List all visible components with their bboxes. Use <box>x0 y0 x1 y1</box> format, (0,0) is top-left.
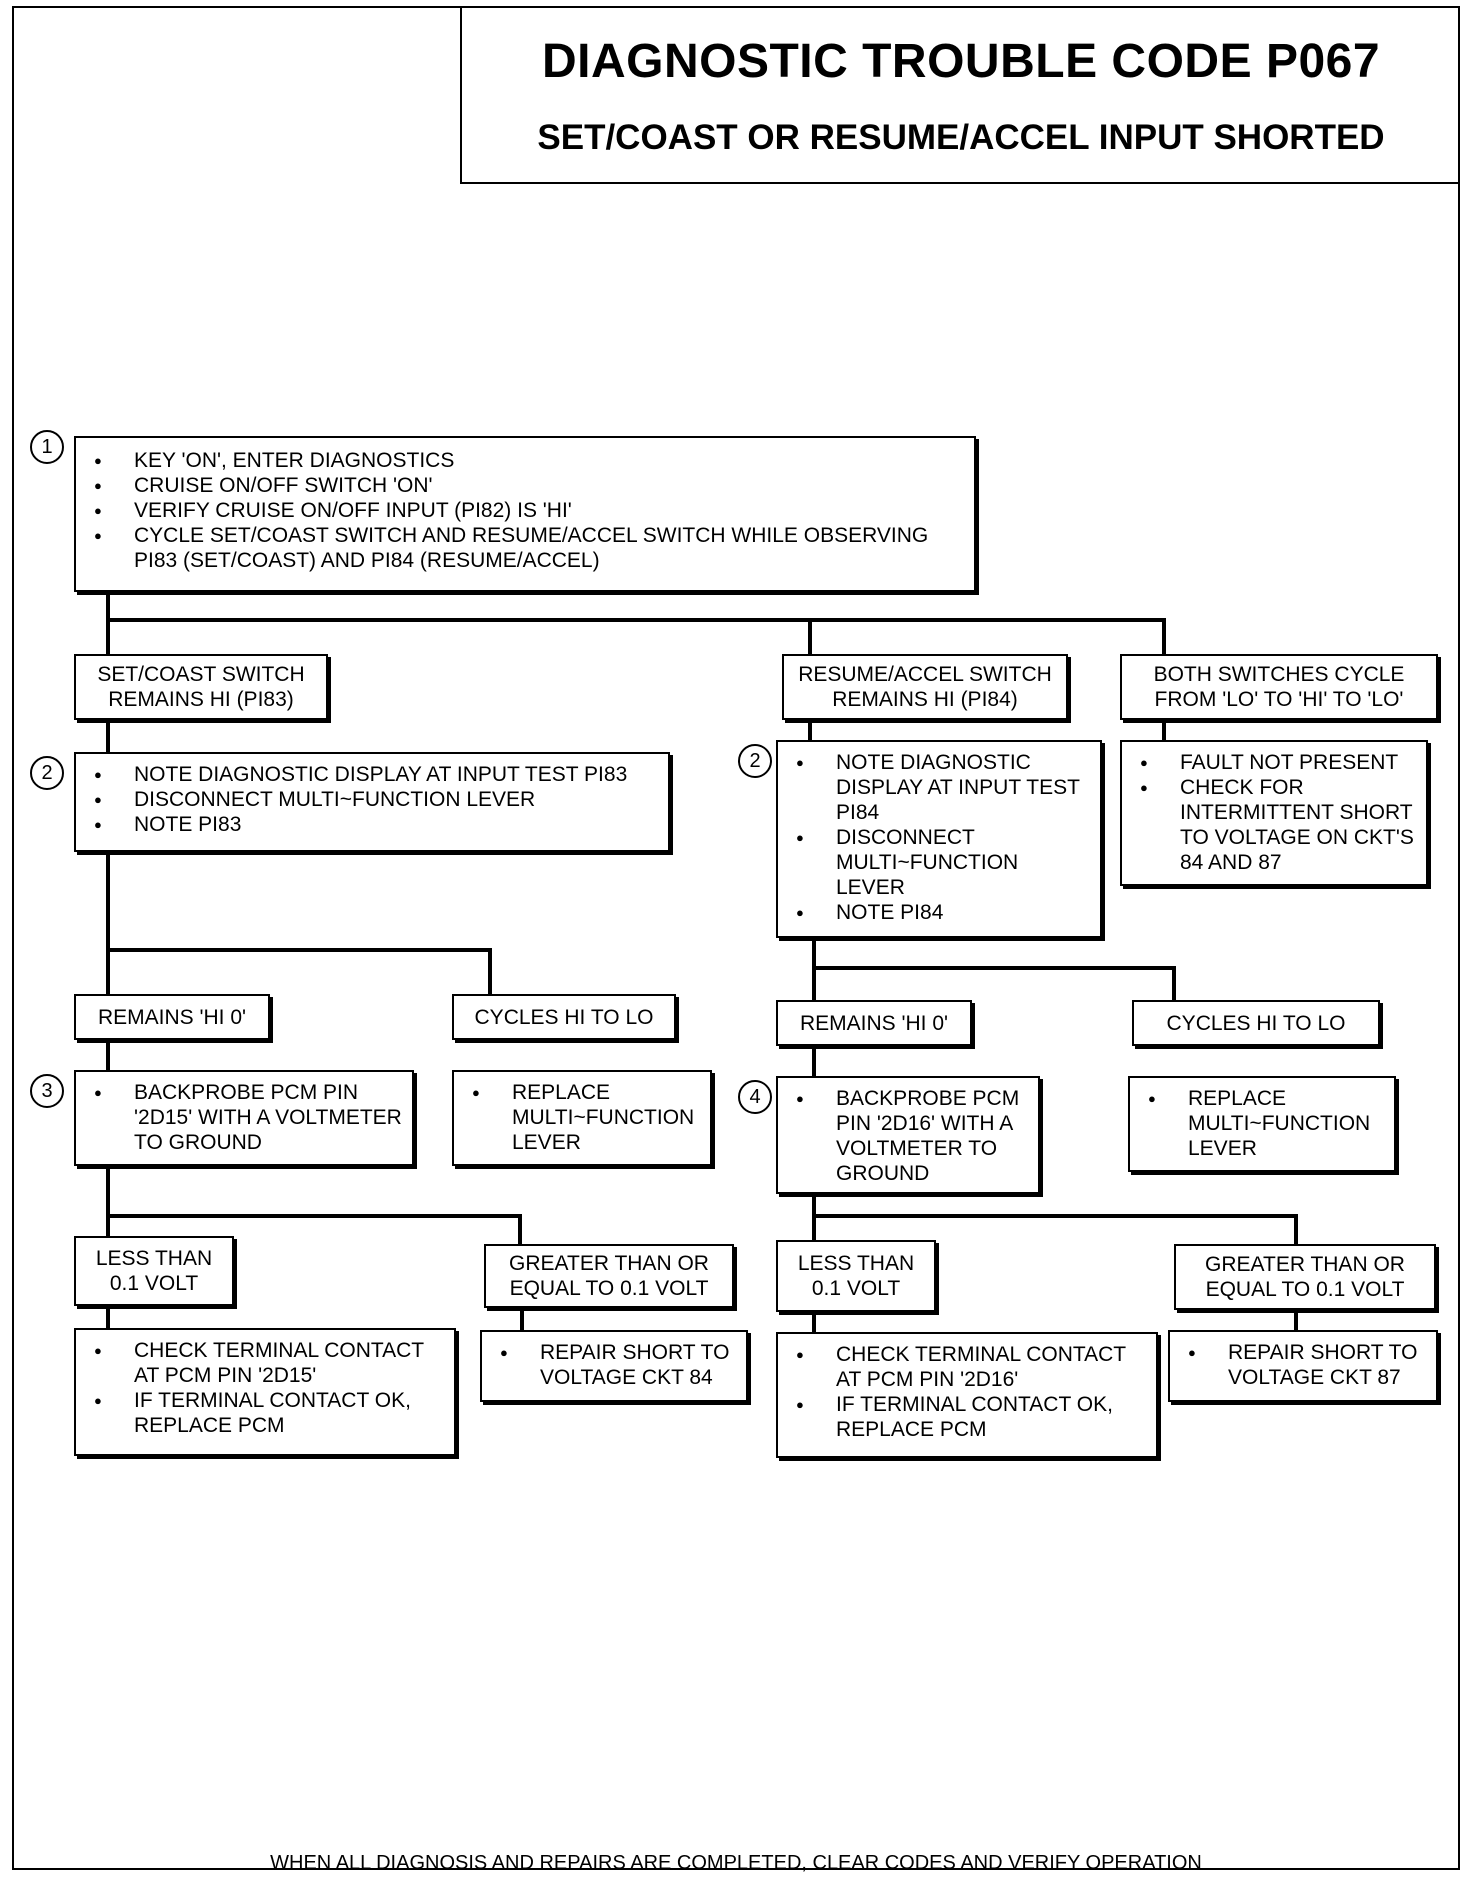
step-2-marker: 2 <box>738 744 772 778</box>
connector-line <box>808 708 812 740</box>
connector-line <box>106 1214 522 1218</box>
step-1-item: CYCLE SET/COAST SWITCH AND RESUME/ACCEL … <box>76 523 964 573</box>
right-check-item: IF TERMINAL CONTACT OK, REPLACE PCM <box>778 1392 1146 1442</box>
left-replace-lever-box: REPLACE MULTI~FUNCTION LEVER <box>452 1070 712 1166</box>
connector-line <box>1294 1214 1298 1244</box>
right-repair-short-box: REPAIR SHORT TO VOLTAGE CKT 87 <box>1168 1330 1438 1402</box>
right-check-terminal-box: CHECK TERMINAL CONTACT AT PCM PIN '2D16'… <box>776 1332 1158 1458</box>
right-greater-equal-label: GREATER THAN OR EQUAL TO 0.1 VOLT <box>1174 1244 1436 1310</box>
step-3-item: BACKPROBE PCM PIN '2D15' WITH A VOLTMETE… <box>76 1080 402 1155</box>
connector-line <box>106 852 110 994</box>
step-1-item: KEY 'ON', ENTER DIAGNOSTICS <box>76 448 964 473</box>
connector-line <box>808 618 812 654</box>
right-replace-item: REPLACE MULTI~FUNCTION LEVER <box>1130 1086 1384 1161</box>
connector-line <box>106 720 110 752</box>
connector-line <box>1162 708 1166 740</box>
left-replace-item: REPLACE MULTI~FUNCTION LEVER <box>454 1080 700 1155</box>
diagram-subtitle: SET/COAST OR RESUME/ACCEL INPUT SHORTED <box>537 118 1385 157</box>
step-2-left-item: NOTE PI83 <box>76 812 658 837</box>
connector-line <box>812 966 1176 970</box>
connector-line <box>1162 618 1166 654</box>
step-1-item: VERIFY CRUISE ON/OFF INPUT (PI82) IS 'HI… <box>76 498 964 523</box>
connector-line <box>520 1308 524 1330</box>
right-check-item: CHECK TERMINAL CONTACT AT PCM PIN '2D16' <box>778 1342 1146 1392</box>
left-check-terminal-box: CHECK TERMINAL CONTACT AT PCM PIN '2D15'… <box>74 1328 456 1456</box>
fault-item: FAULT NOT PRESENT <box>1122 750 1416 775</box>
set-coast-remains-hi-label: SET/COAST SWITCH REMAINS HI (PI83) <box>74 654 328 720</box>
title-block: DIAGNOSTIC TROUBLE CODE P067 SET/COAST O… <box>460 6 1460 184</box>
left-check-item: CHECK TERMINAL CONTACT AT PCM PIN '2D15' <box>76 1338 444 1388</box>
left-remains-hi-label: REMAINS 'HI 0' <box>74 994 270 1040</box>
step-4-marker: 4 <box>738 1080 772 1114</box>
connector-line <box>1294 1310 1298 1330</box>
resume-accel-remains-hi-label: RESUME/ACCEL SWITCH REMAINS HI (PI84) <box>782 654 1068 720</box>
step-2-right-item: NOTE DIAGNOSTIC DISPLAY AT INPUT TEST PI… <box>778 750 1090 825</box>
connector-line <box>1172 966 1176 1000</box>
step-1-item: CRUISE ON/OFF SWITCH 'ON' <box>76 473 964 498</box>
left-greater-equal-label: GREATER THAN OR EQUAL TO 0.1 VOLT <box>484 1244 734 1308</box>
step-2-right-box: NOTE DIAGNOSTIC DISPLAY AT INPUT TEST PI… <box>776 740 1102 938</box>
step-2-marker: 2 <box>30 756 64 790</box>
footer-instruction: WHEN ALL DIAGNOSIS AND REPAIRS ARE COMPL… <box>270 1852 1202 1874</box>
connector-line <box>106 618 1166 622</box>
diagram-title: DIAGNOSTIC TROUBLE CODE P067 <box>541 35 1381 88</box>
connector-line <box>812 1214 1298 1218</box>
right-cycles-hi-to-lo-label: CYCLES HI TO LO <box>1132 1000 1380 1046</box>
connector-line <box>812 1312 816 1332</box>
step-3-backprobe-box: BACKPROBE PCM PIN '2D15' WITH A VOLTMETE… <box>74 1070 414 1166</box>
left-less-than-label: LESS THAN 0.1 VOLT <box>74 1236 234 1306</box>
left-repair-item: REPAIR SHORT TO VOLTAGE CKT 84 <box>482 1340 736 1390</box>
both-switches-cycle-label: BOTH SWITCHES CYCLE FROM 'LO' TO 'HI' TO… <box>1120 654 1438 720</box>
right-replace-lever-box: REPLACE MULTI~FUNCTION LEVER <box>1128 1076 1396 1172</box>
fault-not-present-box: FAULT NOT PRESENT CHECK FOR INTERMITTENT… <box>1120 740 1428 886</box>
step-1-box: KEY 'ON', ENTER DIAGNOSTICS CRUISE ON/OF… <box>74 436 976 592</box>
step-4-item: BACKPROBE PCM PIN '2D16' WITH A VOLTMETE… <box>778 1086 1028 1186</box>
step-2-left-box: NOTE DIAGNOSTIC DISPLAY AT INPUT TEST PI… <box>74 752 670 852</box>
step-2-right-item: DISCONNECT MULTI~FUNCTION LEVER <box>778 825 1090 900</box>
right-less-than-label: LESS THAN 0.1 VOLT <box>776 1240 936 1312</box>
connector-line <box>518 1214 522 1246</box>
connector-line <box>106 1166 110 1236</box>
step-1-marker: 1 <box>30 430 64 464</box>
page-border <box>12 6 1460 1870</box>
step-2-right-item: NOTE PI84 <box>778 900 1090 925</box>
connector-line <box>106 592 110 657</box>
right-remains-hi-label: REMAINS 'HI 0' <box>776 1000 972 1046</box>
step-3-marker: 3 <box>30 1074 64 1108</box>
connector-line <box>106 1306 110 1328</box>
step-2-left-item: NOTE DIAGNOSTIC DISPLAY AT INPUT TEST PI… <box>76 762 658 787</box>
connector-line <box>106 948 492 952</box>
connector-line <box>106 1040 110 1070</box>
step-4-backprobe-box: BACKPROBE PCM PIN '2D16' WITH A VOLTMETE… <box>776 1076 1040 1194</box>
left-check-item: IF TERMINAL CONTACT OK, REPLACE PCM <box>76 1388 444 1438</box>
connector-line <box>812 1046 816 1076</box>
left-cycles-hi-to-lo-label: CYCLES HI TO LO <box>452 994 676 1040</box>
left-repair-short-box: REPAIR SHORT TO VOLTAGE CKT 84 <box>480 1330 748 1402</box>
connector-line <box>488 948 492 994</box>
fault-item: CHECK FOR INTERMITTENT SHORT TO VOLTAGE … <box>1122 775 1416 875</box>
step-2-left-item: DISCONNECT MULTI~FUNCTION LEVER <box>76 787 658 812</box>
right-repair-item: REPAIR SHORT TO VOLTAGE CKT 87 <box>1170 1340 1426 1390</box>
